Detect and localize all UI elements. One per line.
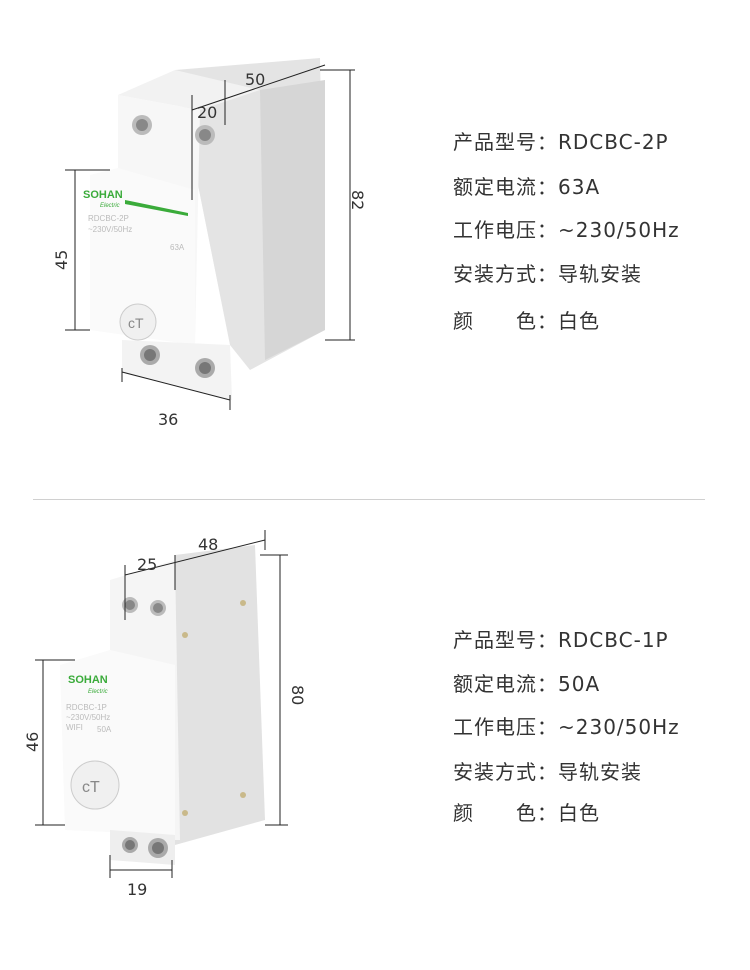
spec-color: 颜 色：白色 [453,305,600,334]
spec-label: 颜 色： [453,309,558,333]
spec-model: 产品型号：RDCBC-2P [453,126,669,155]
svg-text:cT: cT [82,779,100,796]
spec-label: 安装方式： [453,760,558,784]
dimension-lines-2p [65,64,355,410]
spec-model: 产品型号：RDCBC-1P [453,624,669,653]
device-wifi-label: WIFI [66,723,83,732]
spec-voltage: 工作电压：~230/50Hz [453,214,680,243]
spec-value: 白色 [558,801,600,825]
dim-front-height: 45 [52,250,71,270]
spec-current: 额定电流：50A [453,668,600,697]
device-rating-label: 63A [170,243,185,252]
device-model-label: RDCBC-2P [88,214,129,223]
spec-current: 额定电流：63A [453,171,600,200]
spec-label: 颜 色： [453,801,558,825]
spec-value: ~230/50Hz [558,715,680,739]
spec-value: RDCBC-1P [558,628,669,652]
spec-label: 产品型号： [453,130,558,154]
device-rating-label: 50A [97,725,112,734]
dimension-lines-1p [35,530,288,878]
spec-value: 50A [558,672,601,696]
spec-mounting: 安装方式：导轨安装 [453,756,642,785]
spec-label: 额定电流： [453,175,558,199]
dim-width: 19 [127,880,147,899]
spec-value: 导轨安装 [558,760,642,784]
dim-depth: 48 [198,535,218,554]
spec-color: 颜 色：白色 [453,797,600,826]
device-1p: cT SOHAN Electric RDCBC-1P ~230V/50Hz WI… [60,545,265,865]
device-2p: cT SOHAN Electric RDCBC-2P ~230V/50Hz 63… [83,58,325,400]
spec-value: ~230/50Hz [558,218,680,242]
spec-label: 额定电流： [453,672,558,696]
dim-top-offset: 25 [137,555,157,574]
spec-mounting: 安装方式：导轨安装 [453,258,642,287]
dim-width: 36 [158,410,178,429]
svg-text:cT: cT [128,315,144,331]
device-voltage-label: ~230V/50Hz [88,225,132,234]
dim-height: 80 [288,685,307,705]
spec-voltage: 工作电压：~230/50Hz [453,711,680,740]
spec-label: 产品型号： [453,628,558,652]
spec-label: 工作电压： [453,218,558,242]
dim-height: 82 [348,190,367,210]
spec-label: 安装方式： [453,262,558,286]
spec-value: 导轨安装 [558,262,642,286]
spec-value: RDCBC-2P [558,130,669,154]
section-divider [33,499,705,500]
brand-sub-label: Electric [100,203,120,209]
spec-value: 63A [558,175,601,199]
dim-top-offset: 20 [197,103,217,122]
spec-value: 白色 [558,309,600,333]
device-model-label: RDCBC-1P [66,703,107,712]
brand-logo: SOHAN [83,189,123,201]
brand-sub-label: Electric [88,689,108,695]
brand-logo: SOHAN [68,674,108,686]
device-voltage-label: ~230V/50Hz [66,713,110,722]
dim-depth: 50 [245,70,265,89]
dim-front-height: 46 [23,732,42,752]
spec-label: 工作电压： [453,715,558,739]
